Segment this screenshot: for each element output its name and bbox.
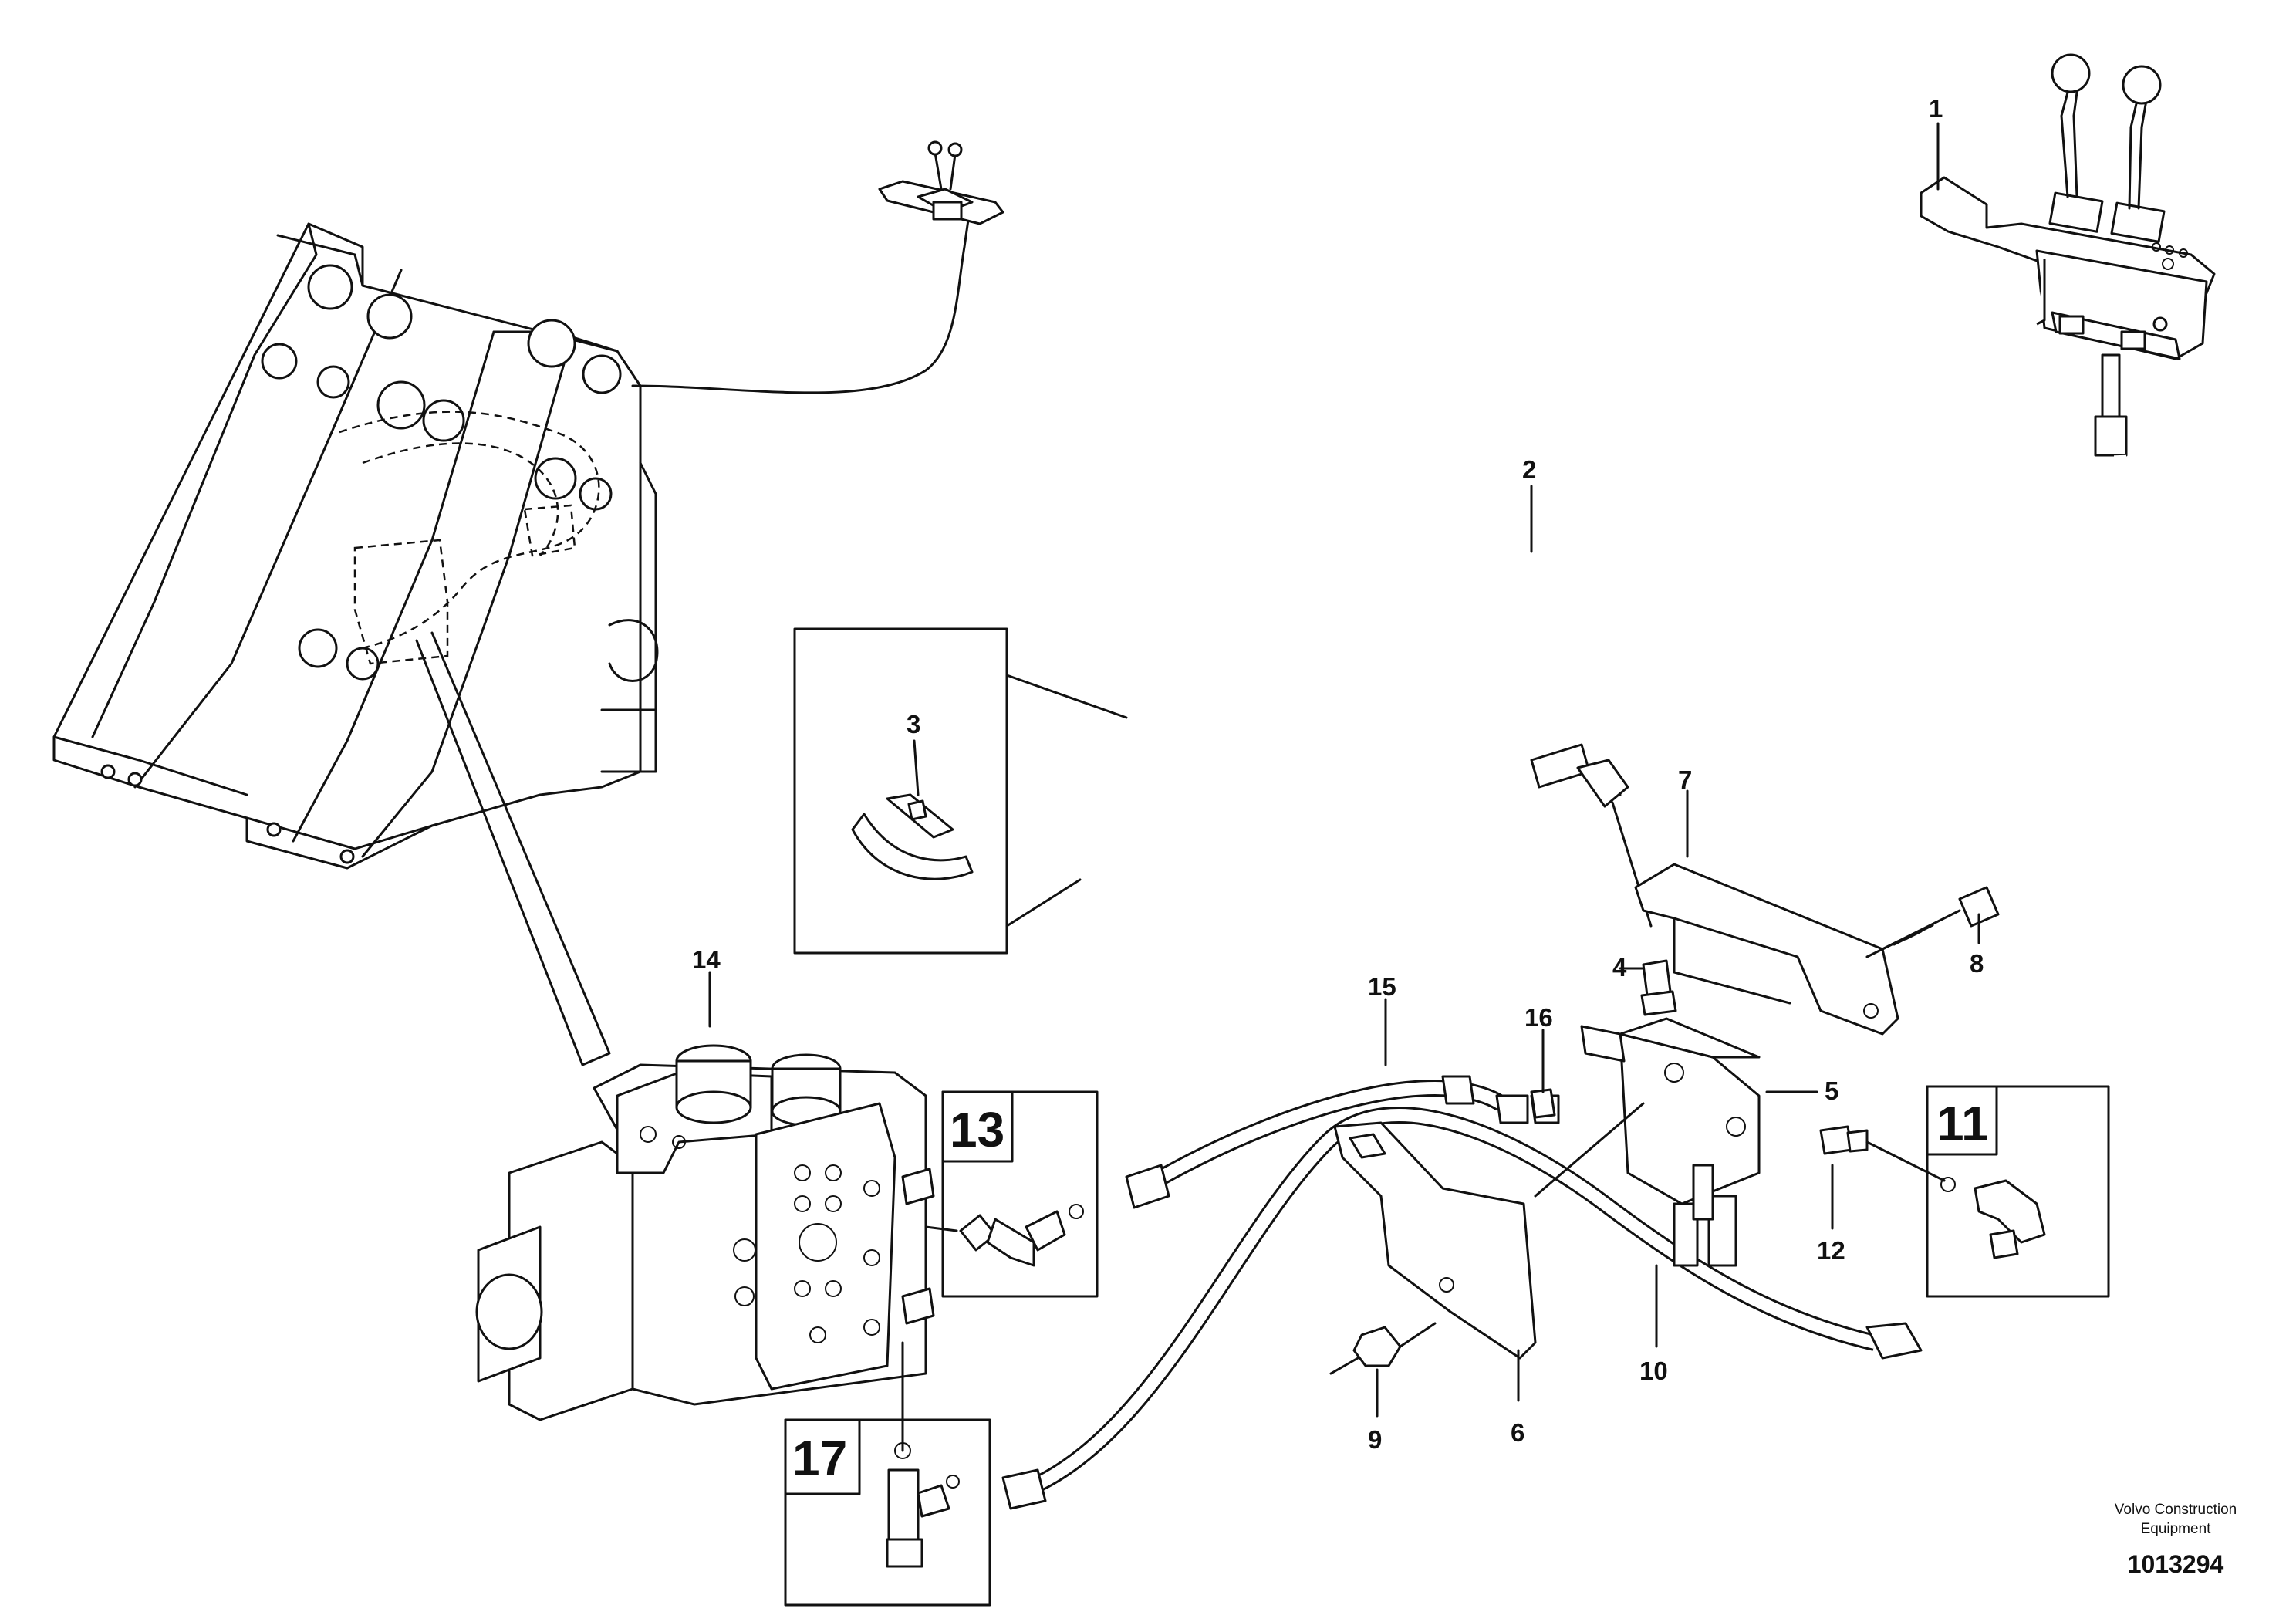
- detail-box-17: [784, 1341, 991, 1607]
- label-12: 12: [1817, 1236, 1845, 1265]
- control-valve-block: [475, 1044, 935, 1421]
- fitting-12: [1819, 1125, 1869, 1155]
- label-16: 16: [1524, 1003, 1553, 1032]
- label-10: 10: [1639, 1357, 1668, 1385]
- detail-box-11: [1866, 1085, 2110, 1298]
- label-2: 2: [1522, 455, 1536, 484]
- label-6: 6: [1511, 1418, 1524, 1447]
- bracket-6: [1333, 1121, 1537, 1360]
- box-label-13: 13: [950, 1102, 1004, 1157]
- label-7: 7: [1678, 765, 1692, 794]
- bolt-8: [1866, 886, 2000, 958]
- detail-box-numbers: 11 13 17: [792, 1096, 1989, 1486]
- label-4: 4: [1612, 953, 1627, 982]
- label-3: 3: [907, 710, 920, 738]
- label-8: 8: [1970, 949, 1984, 978]
- fitting-4: [1640, 959, 1677, 1016]
- box-label-17: 17: [792, 1431, 847, 1486]
- label-1: 1: [1929, 94, 1943, 123]
- hose-assembly-10: [1001, 1107, 1923, 1510]
- label-9: 9: [1368, 1425, 1382, 1454]
- pilot-hose-main: [1036, 454, 2127, 944]
- bracket-7: [1634, 863, 1899, 1036]
- control-cable: [631, 218, 970, 394]
- label-15: 15: [1368, 972, 1396, 1001]
- detail-inset-clamp: [793, 627, 1128, 955]
- joystick-control-unit: [1920, 53, 2216, 457]
- check-valve-block: [1580, 1017, 1761, 1267]
- detail-box-13: [924, 1090, 1099, 1298]
- label-14: 14: [692, 945, 721, 974]
- leader-lines: [708, 122, 1980, 1418]
- manufacturer-line-2: Equipment: [2141, 1521, 2212, 1537]
- callout-labels: 1 2 3 4 5 6 7 8 9 10 12 14 15 16: [692, 94, 1984, 1454]
- label-5: 5: [1825, 1076, 1838, 1105]
- footer-credit: Volvo Construction Equipment 1013294: [2115, 1502, 2237, 1578]
- manufacturer-line-1: Volvo Construction: [2115, 1502, 2237, 1518]
- drawing-number: 1013294: [2128, 1550, 2224, 1578]
- box-label-11: 11: [1936, 1096, 1989, 1151]
- detail-leader: [415, 631, 611, 1066]
- front-frame: [52, 222, 659, 870]
- fitting-16: [1530, 1088, 1556, 1119]
- pilot-switch: [878, 140, 1004, 225]
- nut-9: [1329, 1322, 1437, 1375]
